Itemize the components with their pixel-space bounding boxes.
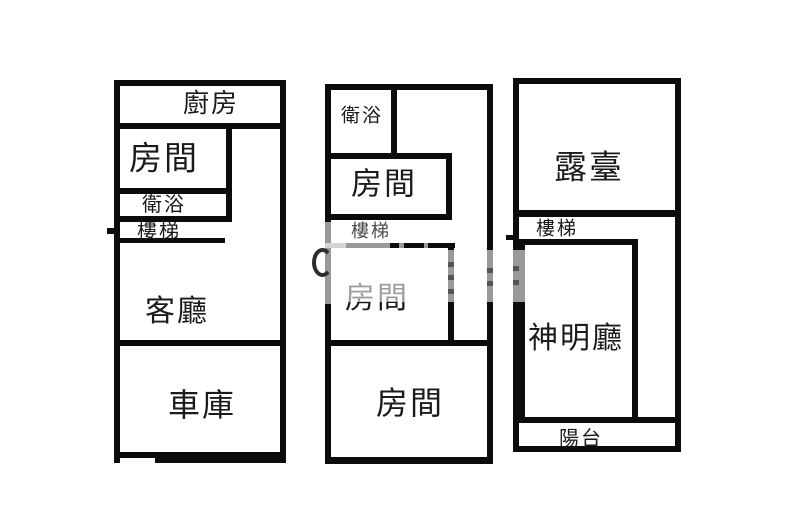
wall-stairs-dash <box>390 243 399 248</box>
room-label-bathroom: 衛浴 <box>142 192 186 216</box>
room-label-balcony: 陽台 <box>559 426 603 450</box>
room-label-garage: 車庫 <box>167 386 237 424</box>
room-label-bedroom-upper: 房間 <box>351 166 417 203</box>
wall-outer-top <box>325 84 493 90</box>
room-label-stairs: 樓梯 <box>535 217 579 240</box>
wall-bedroom-right <box>226 123 232 222</box>
wall-garage-door-line <box>155 457 286 463</box>
room-label-bedroom: 房間 <box>129 138 199 178</box>
wall-terrace-bottom <box>513 210 681 217</box>
wall-outer-right <box>675 78 681 452</box>
wall-outer-top <box>513 78 681 84</box>
wall-stairs-dash <box>404 243 424 248</box>
watermark-wall-dash <box>513 266 519 271</box>
wall-shrine-right <box>632 239 638 422</box>
watermark-overlay <box>336 250 540 302</box>
wall-outer-left <box>114 80 120 463</box>
room-label-stairs: 樓梯 <box>137 219 181 243</box>
wall-bathroom-bottom <box>114 216 232 222</box>
wall-stairs-dash <box>428 243 455 248</box>
wall-shrine-left <box>519 239 525 422</box>
watermark-wall-dash <box>448 262 454 267</box>
room-label-bedroom-lower: 房間 <box>375 384 445 422</box>
wall-bedroom-upper-right <box>446 153 452 220</box>
wall-shrine-top <box>519 239 638 245</box>
wall-outer-right <box>280 80 286 463</box>
room-label-kitchen: 廚房 <box>182 89 240 119</box>
wall-kitchen-bottom <box>114 123 286 129</box>
room-label-shrine-hall: 神明廳 <box>528 321 624 356</box>
door-mark-stairs <box>107 228 115 234</box>
wall-stairs-divider <box>114 238 225 243</box>
watermark-wall-dash <box>487 281 493 286</box>
wall-bedroom-upper-bottom <box>325 214 452 220</box>
wall-outer-bottom <box>513 446 681 452</box>
wall-outer-top <box>114 80 286 86</box>
wall-bedroom-upper-top <box>325 153 452 159</box>
watermark-wall-dash <box>513 280 519 285</box>
watermark-logo-mark <box>312 248 333 277</box>
wall-outer-bottom <box>325 457 493 464</box>
wall-bedroom-bottom <box>114 188 232 194</box>
watermark-wall-dash <box>487 268 493 273</box>
room-label-terrace: 露臺 <box>554 147 624 187</box>
wall-bedroom-middle-bottom <box>325 340 493 346</box>
wall-living-bottom <box>114 340 286 346</box>
room-label-living-room: 客廳 <box>145 294 209 329</box>
door-mark-stairs <box>506 235 514 240</box>
watermark-wall-dash <box>448 289 454 294</box>
wall-bathroom-right <box>391 84 397 156</box>
room-label-bathroom: 衛浴 <box>340 104 384 127</box>
watermark-wall-dash <box>448 275 454 280</box>
wall-balcony-top <box>513 417 681 423</box>
room-label-stairs: 樓梯 <box>351 221 391 242</box>
floor-plan-left: 廚房 房間 衛浴 樓梯 客廳 車庫 <box>107 80 286 463</box>
wall-outer-bottom <box>114 452 286 458</box>
